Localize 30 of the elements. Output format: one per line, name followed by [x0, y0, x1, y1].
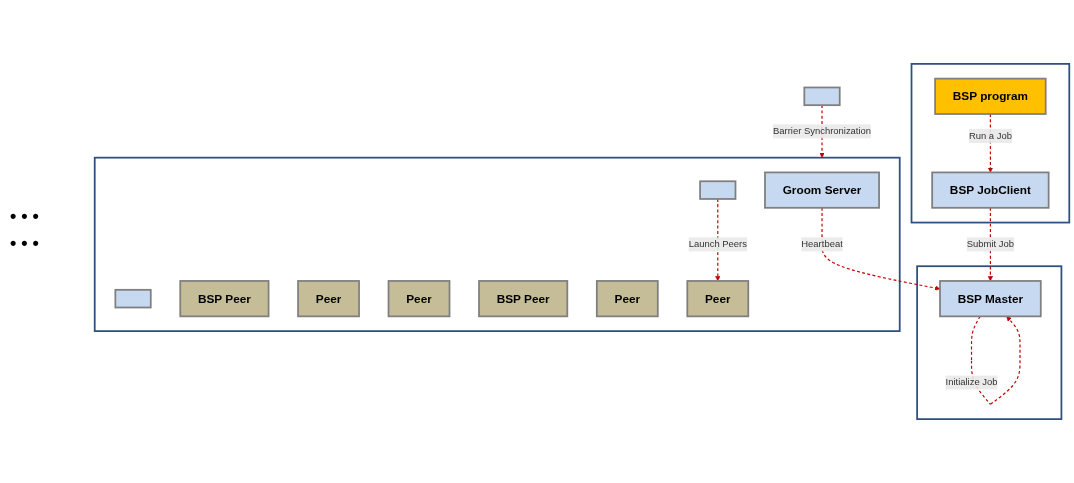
edge-label: Submit Job: [966, 239, 1015, 250]
node-box: [114, 288, 152, 309]
cluster: [910, 63, 1071, 224]
node-box: Peer: [387, 280, 451, 318]
edge-label: Launch Peers: [688, 239, 747, 250]
ellipsis-dots: • • •: [10, 206, 40, 227]
node-box: [803, 86, 841, 107]
node-box: Peer: [595, 280, 659, 318]
node-box: BSP Master: [939, 280, 1042, 318]
node-box: BSP Peer: [478, 280, 569, 318]
edge-label: Barrier Synchronization: [772, 126, 872, 137]
arrow: [715, 198, 721, 282]
node-box: BSP JobClient: [931, 171, 1050, 209]
node-box: Groom Server: [764, 171, 880, 209]
edge-label: Initialize Job: [945, 377, 998, 388]
arrow: [819, 104, 825, 158]
node-box: BSP Peer: [179, 280, 270, 318]
arrow: [987, 207, 993, 282]
node-box: Peer: [297, 280, 360, 318]
ellipsis-dots: • • •: [10, 233, 40, 254]
node-box: Peer: [686, 280, 750, 318]
edge-label: Heartbeat: [801, 239, 843, 250]
arrow: [821, 207, 941, 291]
arrow: [987, 113, 993, 173]
node-box: [699, 180, 737, 200]
arrow: [970, 315, 1021, 405]
cluster: [93, 156, 901, 332]
node-box: BSP program: [934, 77, 1047, 115]
cluster: [916, 265, 1063, 420]
edge-label: Run a Job: [968, 130, 1012, 141]
